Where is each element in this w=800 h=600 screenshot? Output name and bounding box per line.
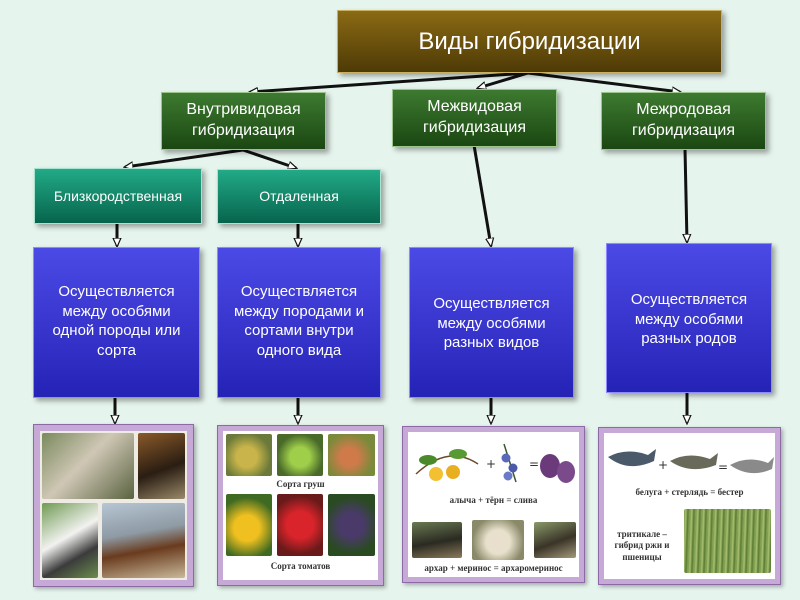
caption-sheep-formula: архар + меринос = архаромеринос <box>424 563 563 573</box>
diagram-title-text: Виды гибридизации <box>418 27 641 55</box>
pear-photo-3 <box>328 434 375 476</box>
sloe-fruit-2 <box>508 463 518 473</box>
description-interspecific-text: Осуществляется между особями разных видо… <box>433 295 550 351</box>
category-intraspecific-label: Внутривидовая гибридизация <box>186 101 301 139</box>
arrow-title-intraspecific <box>250 71 529 92</box>
equals-symbol-1: = <box>529 457 539 471</box>
subcategory-close: Близкородственная <box>34 168 202 224</box>
caption-plum-formula: алыча + тёрн = слива <box>449 495 538 505</box>
sloe-fruit-1 <box>501 453 511 463</box>
tomato-photo-3 <box>328 494 375 556</box>
fish-formula-illustration: + = <box>608 449 774 474</box>
pear-photo-2 <box>277 434 323 476</box>
bester-fish <box>730 457 774 474</box>
plus-symbol-2: + <box>658 458 668 472</box>
tomato-photo-1 <box>226 494 272 556</box>
triticale-field-photo <box>684 509 771 573</box>
sterlet-fish <box>670 453 718 470</box>
arrow-intra-close <box>125 148 244 167</box>
category-intraspecific: Внутривидовая гибридизация <box>161 92 326 150</box>
subcategory-distant-label: Отдаленная <box>259 188 339 205</box>
subcategory-distant: Отдаленная <box>217 169 381 224</box>
category-interspecific: Межвидовая гибридизация <box>392 89 557 147</box>
description-distant-text: Осуществляется между породами и сортами … <box>233 283 365 359</box>
caption-triticale: тритикале – гибрид ржи и пшеницы <box>614 529 670 562</box>
subcategory-close-label: Близкородственная <box>53 187 183 204</box>
category-interspecific-label: Межвидовая гибридизация <box>422 98 527 136</box>
beluga-fish <box>608 449 656 467</box>
description-close: Осуществляется между особями одной пород… <box>33 247 200 398</box>
plus-symbol-1: + <box>486 457 496 471</box>
arrow-title-intergeneric <box>527 71 680 92</box>
photo-plums-sheep: + = алыча + тёрн = слива архар + меринос… <box>402 426 585 583</box>
plum-fruit-2 <box>557 461 575 483</box>
arrow-intra-distant <box>242 148 296 168</box>
leaf-1 <box>419 455 437 465</box>
description-interspecific: Осуществляется между особями разных видо… <box>409 247 574 398</box>
equals-symbol-2: = <box>718 460 728 474</box>
arrow-gen-desc <box>685 148 687 242</box>
category-intergeneric-label: Межродовая гибридизация <box>631 101 736 139</box>
description-intergeneric-text: Осуществляется между особями разных родо… <box>630 291 748 347</box>
tomato-photo-2 <box>277 494 323 556</box>
photo-pears-tomatoes: Сорта груш Сорта томатов <box>217 425 384 586</box>
caption-tomatoes: Сорта томатов <box>270 561 331 571</box>
dog-photo-2 <box>138 433 185 499</box>
sloe-fruit-3 <box>503 471 513 481</box>
leaf-2 <box>449 449 467 459</box>
arkharomerino-photo <box>534 522 576 558</box>
description-distant: Осуществляется между породами и сортами … <box>217 247 381 398</box>
plum-fruit-1 <box>540 454 560 478</box>
caption-fish-formula: белуга + стерлядь = бестер <box>635 487 744 497</box>
pear-photo-1 <box>226 434 272 476</box>
dog-photo-1 <box>42 433 134 499</box>
photo-dogs <box>33 424 194 587</box>
dog-photo-4 <box>102 503 185 578</box>
diagram-title: Виды гибридизации <box>337 10 722 73</box>
description-close-text: Осуществляется между особями одной пород… <box>52 283 181 359</box>
cherry-plum-fruit-2 <box>446 465 460 479</box>
argali-photo <box>412 522 462 558</box>
photo-fish-triticale: + = белуга + стерлядь = бестер тритикале… <box>598 427 781 585</box>
dog-photo-3 <box>42 503 98 578</box>
arrow-inter-desc <box>472 144 491 246</box>
caption-pears: Сорта груш <box>276 479 325 489</box>
fruit-formula-illustration: + = <box>415 443 575 483</box>
arrow-title-interspecific <box>478 71 529 88</box>
cherry-plum-fruit-1 <box>429 467 443 481</box>
category-intergeneric: Межродовая гибридизация <box>601 92 766 150</box>
merino-photo <box>472 520 524 560</box>
description-intergeneric: Осуществляется между особями разных родо… <box>606 243 772 393</box>
